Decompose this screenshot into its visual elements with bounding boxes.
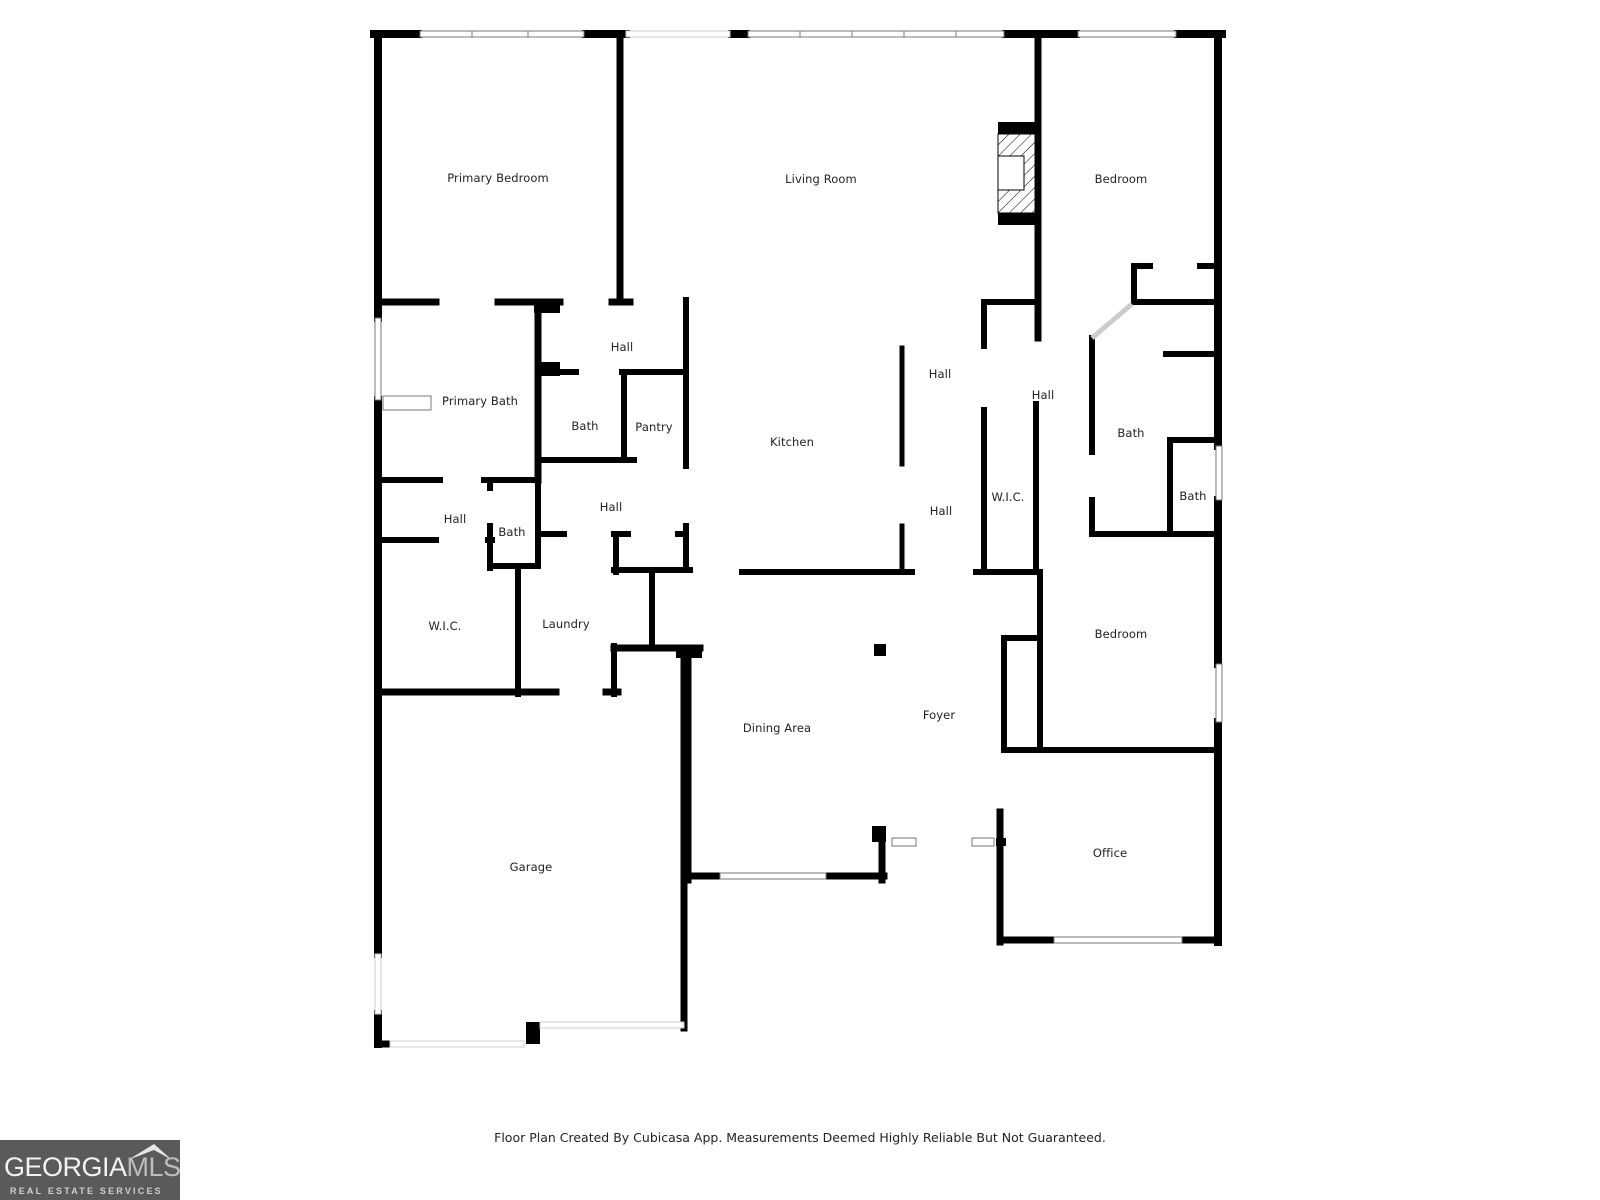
room-primary-bedroom: Primary Bedroom bbox=[447, 171, 549, 185]
logo-brand-accent: MLS bbox=[126, 1152, 182, 1182]
room-bath-1: Bath bbox=[571, 419, 599, 433]
roof-icon bbox=[128, 1144, 172, 1160]
room-primary-bath: Primary Bath bbox=[441, 394, 519, 408]
room-bath-2: Bath bbox=[1117, 426, 1145, 440]
room-bedroom-e: Bedroom bbox=[1094, 627, 1148, 641]
room-living-room: Living Room bbox=[785, 172, 857, 186]
room-laundry: Laundry bbox=[542, 617, 590, 631]
room-bath-3: Bath bbox=[1179, 489, 1207, 503]
windows bbox=[374, 30, 1223, 1048]
room-hall-5: Hall bbox=[443, 512, 467, 526]
room-hall-2: Hall bbox=[928, 367, 952, 381]
room-hall-4: Hall bbox=[929, 504, 953, 518]
room-hall-6: Hall bbox=[599, 500, 623, 514]
room-bath-4: Bath bbox=[498, 525, 526, 539]
room-office: Office bbox=[1092, 846, 1128, 860]
georgia-mls-logo: GEORGIAMLS REAL ESTATE SERVICES bbox=[0, 1140, 181, 1200]
room-wic-2: W.I.C. bbox=[428, 619, 462, 633]
room-foyer: Foyer bbox=[922, 708, 956, 722]
room-garage: Garage bbox=[509, 860, 553, 874]
logo-wordmark: GEORGIAMLS bbox=[4, 1152, 181, 1183]
room-hall-1: Hall bbox=[610, 340, 634, 354]
room-wic-1: W.I.C. bbox=[991, 490, 1025, 504]
room-hall-3: Hall bbox=[1031, 388, 1055, 402]
room-dining-area: Dining Area bbox=[742, 721, 812, 735]
disclaimer-text: Floor Plan Created By Cubicasa App. Meas… bbox=[494, 1130, 1106, 1145]
room-pantry: Pantry bbox=[635, 420, 673, 434]
walls bbox=[370, 30, 1226, 1048]
room-bedroom-ne: Bedroom bbox=[1094, 172, 1148, 186]
logo-brand-main: GEORGIA bbox=[4, 1152, 127, 1182]
room-kitchen: Kitchen bbox=[770, 435, 814, 449]
logo-tagline: REAL ESTATE SERVICES bbox=[10, 1186, 163, 1196]
